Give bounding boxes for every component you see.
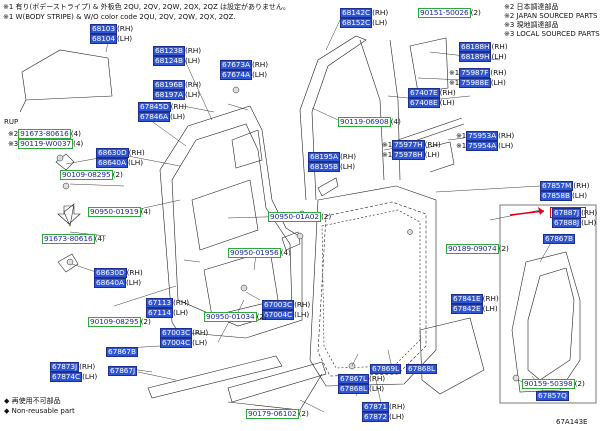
callout-68640a[interactable]: 68640A(LH) (96, 158, 144, 168)
non-reusable-icon: ◆ (4, 407, 10, 415)
legend-non-reusable-jp: ◆ 再使用不可部品 (4, 397, 61, 405)
callout-67867b-inset[interactable]: 67867B (543, 234, 575, 244)
callout-68196b[interactable]: 68196B(RH) (153, 80, 202, 90)
callout-67004c[interactable]: 67004C(LH) (262, 310, 310, 320)
callout-90179-06102[interactable]: 90179-06102(2) (246, 409, 309, 419)
callout-67868l-b[interactable]: 67868L (406, 364, 438, 374)
callout-68152c[interactable]: 68152C(LH) (340, 18, 388, 28)
rup-label: RUP (4, 118, 19, 126)
legend-local-sourced-en: ※3 LOCAL SOURCED PARTS (504, 30, 600, 38)
highlighted-part-box (550, 207, 586, 218)
bolt-icon (66, 258, 74, 266)
callout-67873j[interactable]: 67873J(RH) (50, 362, 96, 372)
callout-90950-01034[interactable]: 90950-01034(2) (204, 312, 267, 322)
callout-90109-08295-a[interactable]: 90109-08295(2) (60, 170, 123, 180)
callout-67845d[interactable]: 67845D(RH) (138, 102, 187, 112)
arrow-down-icon (57, 205, 81, 225)
callout-67407e[interactable]: 67407E(RH) (408, 88, 456, 98)
callout-67888j[interactable]: 67888J(LH) (552, 218, 597, 228)
door-run (299, 35, 367, 201)
callout-67857m[interactable]: 67857M(RH) (540, 181, 590, 191)
callout-68640a-b[interactable]: 68640A(LH) (94, 278, 142, 288)
highlight-arrow-icon (509, 210, 545, 216)
callout-67857q[interactable]: 67857Q (536, 391, 569, 401)
callout-90950-01956[interactable]: 90950-01956(4) (228, 248, 291, 258)
callout-90950-01a02[interactable]: 90950-01A02(2) (268, 212, 332, 222)
callout-68142c[interactable]: 68142C(RH) (340, 8, 389, 18)
door-trim (419, 317, 485, 395)
non-reusable-icon: ◆ (4, 397, 10, 405)
legend-jp-sourced-jp: ※2 日本調達部品 (504, 3, 559, 11)
header-note-en: ※1 W(BODY STRIPE) & W/O color code 2QU, … (3, 13, 236, 21)
callout-67871[interactable]: 67871(RH) (362, 402, 406, 412)
callout-91673-80616-b[interactable]: 91673-80616(4) (42, 234, 105, 244)
legend-jp-sourced-en: ※2 JAPAN SOURCED PARTS (504, 12, 598, 20)
callout-90159-50398[interactable]: 90159-50398(2) (522, 379, 585, 389)
illustration-ref: 67A143E (556, 418, 588, 426)
callout-67003c-b[interactable]: 67003C(RH) (160, 328, 209, 338)
callout-68630d[interactable]: 68630D(RH) (96, 148, 145, 158)
callout-67869l[interactable]: 67869L (370, 364, 402, 374)
clip-icon (407, 229, 413, 235)
callout-90119-06908[interactable]: 90119-06908(4) (338, 117, 401, 127)
callout-68104[interactable]: 68104(LH) (90, 34, 133, 44)
callout-68124b[interactable]: 68124B(LH) (153, 56, 201, 66)
callout-90151-50026[interactable]: 90151-50026(2) (418, 8, 481, 18)
callout-68103[interactable]: 68103(RH) (90, 24, 134, 34)
callout-68189h[interactable]: 68189H(LH) (459, 52, 507, 62)
callout-68197a[interactable]: 68197A(LH) (153, 90, 201, 100)
callout-67867l[interactable]: 67867L(RH) (338, 374, 386, 384)
callout-67003c[interactable]: 67003C(RH) (262, 300, 311, 310)
callout-68188h[interactable]: 68188H(RH) (459, 42, 508, 52)
callout-68630d-b[interactable]: 68630D(RH) (94, 268, 143, 278)
callout-67872[interactable]: 67872(LH) (362, 412, 405, 422)
callout-67004c-b[interactable]: 67004C(LH) (160, 338, 208, 348)
bolt-icon (56, 154, 64, 162)
callout-67673a[interactable]: 67673A(RH) (220, 60, 269, 70)
callout-90189-09074[interactable]: 90189-09074(2) (446, 244, 509, 254)
clip-icon (296, 232, 304, 240)
callout-67114[interactable]: 67114(LH) (146, 308, 189, 318)
callout-67841e[interactable]: 67841E(RH) (451, 294, 499, 304)
callout-67874c[interactable]: 67874C(LH) (50, 372, 98, 382)
clip-icon (240, 284, 248, 292)
clip-icon (232, 86, 240, 94)
callout-67868l[interactable]: 67868L(LH) (338, 384, 385, 394)
callout-67846a[interactable]: 67846A(LH) (138, 112, 186, 122)
legend-local-sourced-jp: ※3 現地調達部品 (504, 21, 559, 29)
callout-90109-08295-b[interactable]: 90109-08295(2) (88, 317, 151, 327)
callout-67867b[interactable]: 67867B (106, 347, 138, 357)
callout-67867j[interactable]: 67867J (108, 366, 138, 376)
callout-68195b[interactable]: 68195B(LH) (308, 162, 356, 172)
callout-67674a[interactable]: 67674A(LH) (220, 70, 268, 80)
bolt-icon (62, 182, 70, 190)
callout-90950-01919[interactable]: 90950-01919(4) (88, 207, 151, 217)
header-note-jp: ※1 有り(ボデーストライプ) & 外板色 2QU, 2QV, 2QW, 2QX… (3, 3, 290, 11)
callout-67408e[interactable]: 67408E(LH) (408, 98, 455, 108)
door-glass (21, 49, 113, 101)
callout-67113[interactable]: 67113(RH) (146, 298, 190, 308)
legend-non-reusable-en: ◆ Non-reusable part (4, 407, 75, 415)
callout-67858b[interactable]: 67858B(LH) (540, 191, 588, 201)
clip-icon (512, 374, 520, 382)
callout-67842e[interactable]: 67842E(LH) (451, 304, 498, 314)
callout-68123b[interactable]: 68123B(RH) (153, 46, 202, 56)
callout-68195a[interactable]: 68195A(RH) (308, 152, 357, 162)
